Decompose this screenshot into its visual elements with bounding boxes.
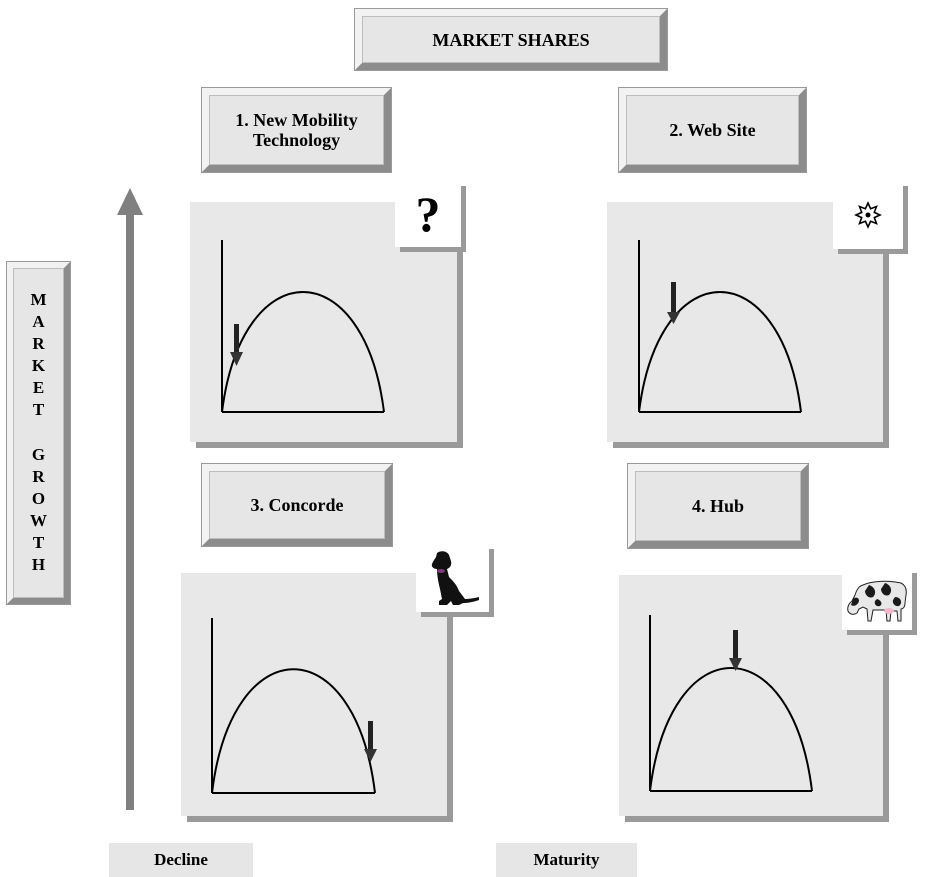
quadrant-3-panel: [181, 573, 447, 816]
quadrant-4-label: 4. Hub: [628, 464, 808, 548]
cow-icon: [847, 580, 907, 622]
quadrant-3-label-text: 3. Concorde: [250, 495, 344, 515]
quadrant-1-position-arrow: [230, 324, 243, 366]
maturity-label: Maturity: [496, 843, 637, 877]
quadrant-2-label-text: 2. Web Site: [669, 120, 756, 140]
growth-letter: M: [30, 290, 47, 309]
quadrant-1-icon-box: ?: [395, 181, 461, 247]
quadrant-1-label-line2: Technology: [252, 130, 341, 150]
quadrant-2-curve: [638, 240, 802, 413]
growth-arrow: [117, 188, 143, 810]
market-shares-title: MARKET SHARES: [355, 9, 667, 70]
growth-letter: R: [32, 334, 45, 353]
growth-letter: G: [31, 445, 46, 464]
quadrant-2-icon-box: [833, 181, 903, 249]
quadrant-4-label-text: 4. Hub: [691, 496, 745, 516]
question-mark-icon: ?: [415, 186, 441, 242]
growth-letter: R: [32, 467, 45, 486]
maturity-label-text: Maturity: [533, 850, 600, 869]
quadrant-1-label-line1: 1. New Mobility: [235, 110, 358, 130]
quadrant-3-curve: [211, 618, 377, 794]
growth-letter: H: [31, 555, 46, 574]
growth-letter: T: [32, 400, 45, 419]
growth-letter: W: [30, 511, 47, 530]
quadrant-2-label: 2. Web Site: [619, 88, 806, 172]
growth-letter: A: [32, 312, 45, 331]
star-icon: [854, 201, 882, 229]
quadrant-1-curve: [221, 240, 385, 413]
growth-letter: T: [32, 533, 45, 552]
growth-letter: E: [32, 378, 45, 397]
quadrant-3-position-arrow: [364, 721, 377, 762]
quadrant-4-icon-box: [842, 568, 912, 630]
growth-letter: O: [31, 489, 46, 508]
quadrant-2-position-arrow: [667, 282, 680, 324]
quadrant-1-label: 1. New Mobility Technology: [202, 88, 391, 172]
quadrant-3-label: 3. Concorde: [202, 464, 392, 546]
quadrant-4-curve: [649, 615, 813, 792]
dog-icon: [431, 551, 479, 605]
growth-letter: K: [31, 356, 46, 375]
decline-label: Decline: [109, 843, 253, 877]
decline-label-text: Decline: [154, 850, 208, 869]
quadrant-3-icon-box: [416, 544, 489, 612]
market-shares-label: MARKET SHARES: [432, 29, 590, 50]
market-growth-label: M A R K E T G R O W T H: [7, 262, 70, 604]
quadrant-4-position-arrow: [729, 630, 742, 671]
quadrant-4-panel: [619, 575, 883, 816]
